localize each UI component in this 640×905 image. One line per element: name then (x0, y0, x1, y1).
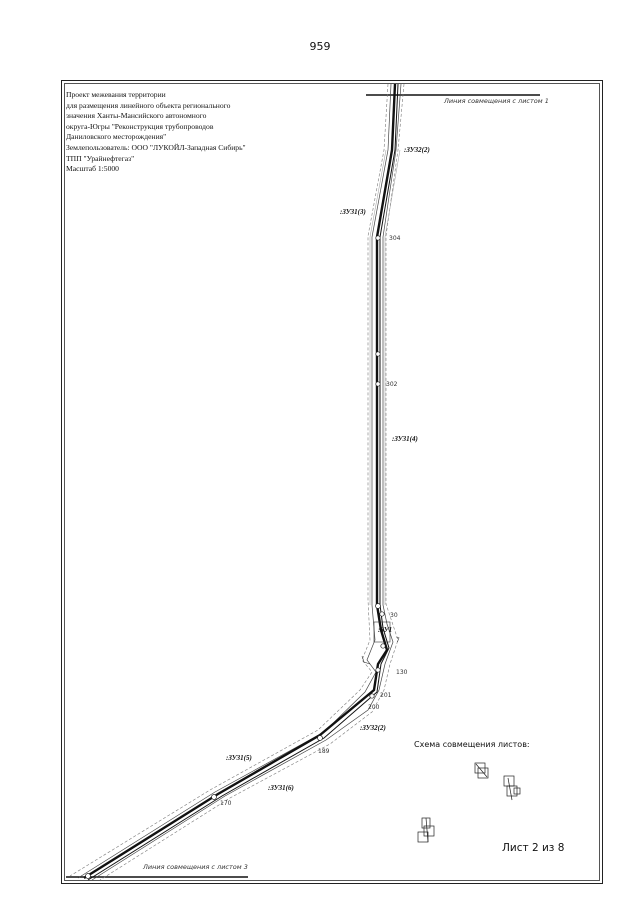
parcel-label: :ЗУ31(4) (392, 435, 418, 443)
parcel-boundary-dashed (69, 83, 405, 881)
info-line: ТПП "Урайнефтегаз" (66, 153, 135, 163)
point-label: 304 (389, 235, 401, 242)
point-label: 201 (380, 692, 392, 699)
sheet-number: Лист 2 из 8 (502, 842, 565, 854)
info-line: Даниловского месторождения" (66, 132, 167, 142)
parcel-label: :ЗУ31(6) (268, 784, 294, 792)
sheet-frame-outer (61, 80, 603, 884)
match-line-bottom-label: Линия совмещения с листом 3 (143, 863, 248, 871)
vertex-markers (85, 235, 386, 879)
scheme-title: Схема совмещения листов: (414, 740, 530, 749)
point-label: 130 (396, 669, 408, 676)
sheet-frame-inner (64, 83, 600, 881)
point-label: 302 (386, 381, 398, 388)
setback-lines (369, 149, 401, 605)
parcel-label: :ЗУ31(3) (340, 208, 366, 216)
page-number: 959 (309, 40, 331, 53)
point-label: 30 (390, 612, 398, 619)
point-label: 7 (396, 637, 400, 644)
parcel-label: :ЗУ32(2) (360, 724, 386, 732)
parcel-label: :ЗУ32(2) (404, 146, 430, 154)
info-line: Масштаб 1:5000 (66, 164, 119, 174)
info-line: для размещения линейного объекта региона… (66, 100, 231, 110)
info-line: Проект межевания территории (66, 90, 166, 99)
parcel-outlines (77, 83, 402, 881)
point-label: 189 (318, 748, 330, 755)
info-line: значения Ханты-Мансийского автономного (66, 111, 207, 121)
junction-detail (361, 655, 371, 665)
parcel-label: :ЗУ31(5) (226, 754, 252, 762)
parcel-label: :ЗУ1 (378, 626, 393, 634)
project-info-block: Проект межевания территории для размещен… (66, 90, 326, 175)
info-line: округа-Югры "Реконструкция трубопроводов (66, 121, 214, 131)
info-line: Землепользователь: ООО "ЛУКОЙЛ-Западная … (66, 142, 246, 152)
zu1-boundary (373, 621, 391, 643)
sheet-scheme-diagram (417, 762, 521, 843)
point-label: 200 (368, 704, 380, 711)
pipeline-corridor (83, 83, 399, 881)
point-label: 170 (220, 800, 232, 807)
match-line-top-label: Линия совмещения с листом 1 (444, 97, 549, 105)
